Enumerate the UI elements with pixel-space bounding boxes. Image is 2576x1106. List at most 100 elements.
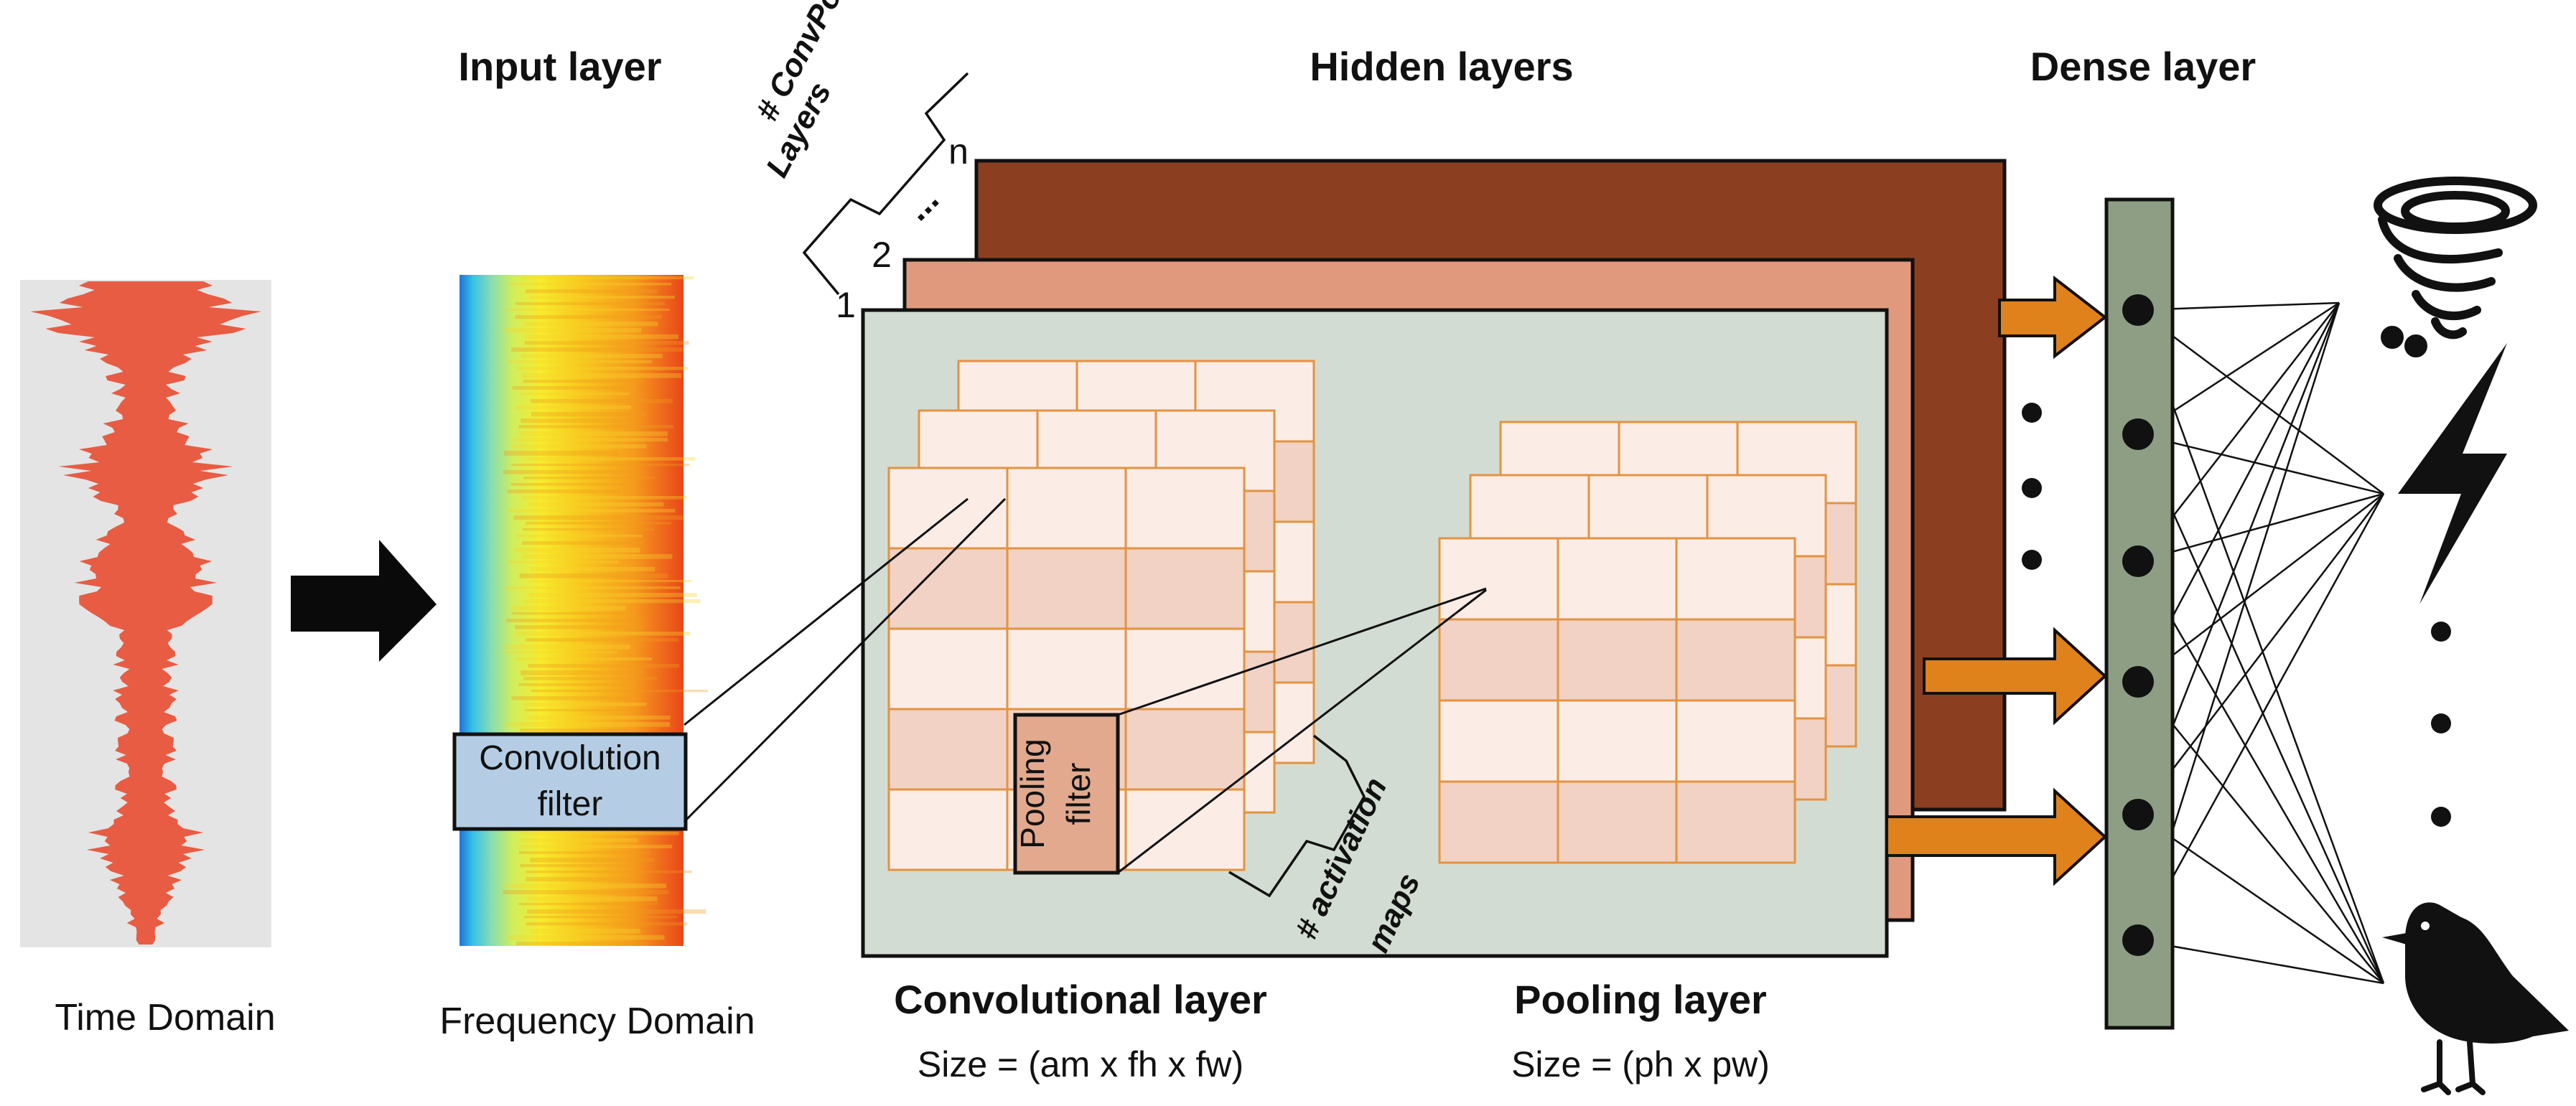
spectrogram-band: [512, 386, 625, 390]
tornado-icon: [2374, 177, 2537, 357]
dense-connection-line: [2137, 309, 2384, 495]
dense-neuron: [2122, 418, 2154, 450]
map-cell: [1675, 780, 1796, 864]
frequency-domain-caption: Frequency Domain: [439, 1000, 755, 1042]
dense-connection-line: [2137, 493, 2385, 941]
spectrogram-band: [521, 554, 673, 559]
convpool-brace: [802, 72, 969, 296]
spectrogram-band: [507, 935, 665, 940]
flatten-arrow-bottom: [1885, 787, 2107, 886]
spectrogram-image: [459, 275, 683, 946]
spectrogram-band: [523, 677, 658, 680]
spectrogram-band: [526, 922, 687, 926]
output-ellipsis-dot: [2431, 807, 2451, 827]
dense-connection-line: [2137, 561, 2385, 984]
spectrogram-band: [520, 728, 630, 732]
spectrogram-band: [503, 451, 619, 456]
flatten-arrow-top: [1998, 275, 2108, 360]
dense-neuron: [2122, 924, 2154, 956]
spectrogram-band: [506, 722, 671, 727]
spectrogram-band: [523, 380, 644, 383]
time-domain-waveform: [20, 280, 271, 947]
bird-icon: [2382, 902, 2569, 1095]
spectrogram-texture: [503, 276, 708, 946]
pooling-maps: [1438, 421, 1857, 864]
spectrogram-band: [522, 541, 644, 545]
dense-neurons: [2122, 294, 2154, 956]
pool-projection-line-top: [1117, 587, 1487, 716]
spectrogram-band: [524, 703, 647, 706]
spectrogram-band: [525, 334, 678, 339]
map-cell: [1438, 537, 1559, 621]
pooling-filter-label-line2: filter: [1060, 763, 1097, 825]
spectrogram-band: [526, 871, 692, 873]
map-cell: [887, 467, 1009, 550]
map-cell: [887, 547, 1009, 630]
spectrogram-band: [531, 690, 708, 693]
spectrogram-band: [531, 929, 640, 934]
dense-connection-line: [2137, 939, 2384, 985]
spectrogram-band: [515, 406, 631, 410]
dense-connection-line: [2137, 493, 2384, 683]
map-cell: [1124, 467, 1246, 550]
spectrogram-band: [518, 903, 658, 906]
spectrogram-band: [517, 367, 689, 370]
dense-connections: [2137, 301, 2385, 985]
spectrogram-band: [508, 561, 619, 563]
spectrogram-band: [515, 657, 653, 661]
spectrogram-band: [522, 496, 687, 500]
spectrogram-band: [518, 851, 651, 854]
map-cell: [1438, 699, 1559, 783]
filter-projection-line-bottom: [683, 497, 1007, 823]
spectrogram-band: [521, 276, 694, 280]
dense-connection-line: [2137, 492, 2384, 563]
spectrogram-band: [503, 651, 617, 654]
ellipsis-dot: [2022, 550, 2042, 570]
filter-projection-line-top: [683, 497, 969, 726]
map-cell: [887, 708, 1009, 791]
map-cell: [887, 788, 1009, 871]
input-layer-title: Input layer: [458, 44, 661, 89]
dense-neuron: [2122, 294, 2154, 326]
spectrogram-band: [513, 515, 684, 520]
layer-index-1: 1: [836, 285, 856, 325]
spectrogram-band: [519, 431, 668, 436]
spectrogram-band: [511, 696, 632, 700]
frequency-spectrogram: [459, 275, 708, 946]
convolution-filter-box: [452, 732, 688, 831]
spectrogram-band: [530, 567, 655, 571]
spectrogram-band: [526, 716, 671, 720]
convolution-filter-label-line2: filter: [538, 785, 603, 823]
ellipsis-dot: [2022, 478, 2042, 498]
spectrogram-band: [530, 399, 673, 403]
spectrogram-band: [511, 464, 690, 467]
lightning-icon: [2398, 343, 2507, 604]
spectrogram-band: [530, 580, 692, 583]
spectrogram-band: [526, 877, 639, 882]
spectrogram-band: [519, 845, 673, 849]
map-cell: [1006, 547, 1127, 630]
transform-arrow-icon: [291, 540, 437, 662]
spectrogram-band: [511, 612, 625, 615]
spectrogram-band: [524, 341, 689, 345]
map-cell: [1438, 618, 1559, 702]
spectrogram-band: [504, 645, 630, 650]
map-cell: [1557, 780, 1678, 864]
spectrogram-band: [513, 438, 668, 442]
activation-maps-brace: [1228, 734, 1366, 898]
dense-connection-line: [2137, 434, 2385, 984]
spectrogram-band: [505, 309, 670, 311]
spectrogram-band: [503, 884, 667, 889]
spectrogram-band: [526, 522, 672, 525]
spectrogram-band: [521, 354, 663, 358]
spectrogram-band: [515, 315, 662, 319]
pooling-filter-label-line1: Pooling: [1014, 739, 1051, 848]
output-ellipsis-dot: [2431, 622, 2451, 642]
convolutional-layer-size: Size = (am x fh x fw): [918, 1044, 1243, 1084]
map-cell: [1557, 618, 1678, 702]
spectrogram-band: [515, 302, 666, 306]
pooling-filter-box: [1013, 713, 1120, 875]
dense-connection-line: [2137, 433, 2384, 495]
spectrogram-band: [521, 418, 635, 423]
